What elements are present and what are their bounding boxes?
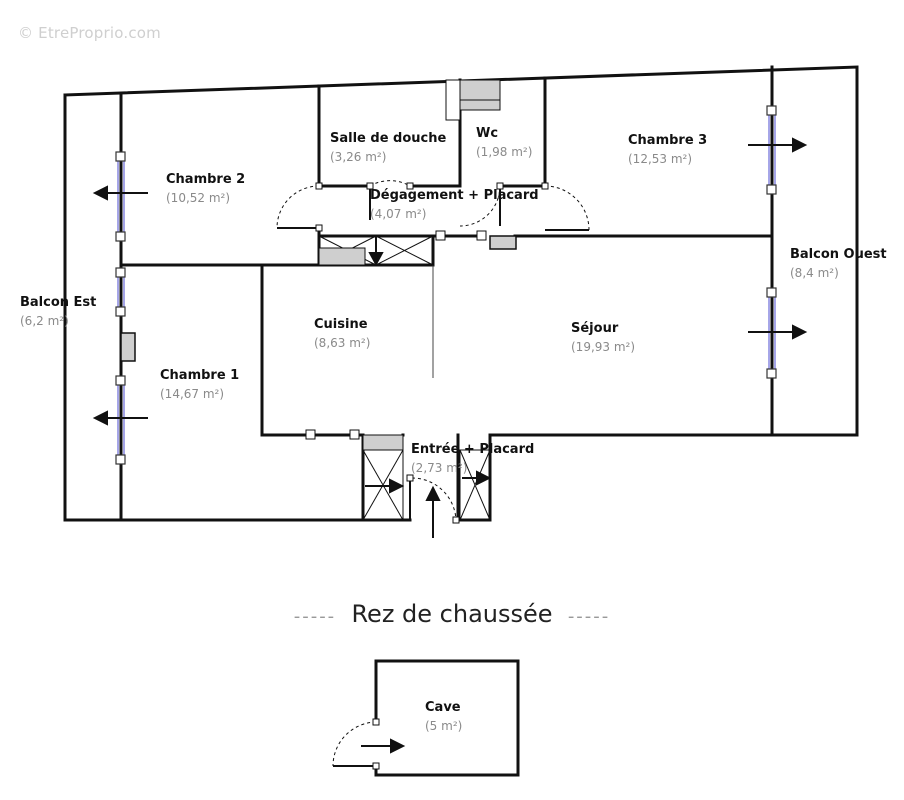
title-dashes-left: ----- (293, 606, 337, 627)
room-area: (14,67 m²) (160, 387, 225, 401)
room-entree: Entrée + Placard (2,73 m²) (411, 441, 534, 477)
room-area: (6,2 m²) (20, 314, 69, 328)
exterior-wall (63, 93, 412, 522)
room-area: (4,07 m²) (370, 207, 427, 221)
room-name: Entrée + Placard (411, 442, 535, 457)
floor-label: Rez de chaussée (351, 600, 553, 628)
stairs-icon (445, 79, 501, 121)
room-area: (8,63 m²) (314, 336, 371, 350)
room-name: Séjour (571, 321, 619, 336)
room-area: (2,73 m²) (411, 461, 468, 475)
room-name: Chambre 2 (166, 172, 246, 187)
watermark: © EtreProprio.com (18, 24, 161, 42)
room-area: (3,26 m²) (330, 150, 387, 164)
room-degagement: Dégagement + Placard (4,07 m²) (370, 187, 539, 223)
room-area: (8,4 m²) (790, 266, 839, 280)
room-name: Balcon Est (20, 295, 97, 310)
window (115, 267, 126, 317)
room-area: (10,52 m²) (166, 191, 231, 205)
door (276, 182, 323, 232)
window (115, 151, 126, 242)
room-name: Dégagement + Placard (370, 188, 539, 203)
door (459, 182, 504, 227)
cave-walls (374, 659, 520, 777)
window (766, 105, 777, 195)
door (305, 429, 360, 440)
room-area: (5 m²) (425, 719, 463, 733)
room-name: Salle de douche (330, 131, 447, 146)
radiator (120, 332, 136, 362)
door (435, 230, 487, 241)
room-area: (1,98 m²) (476, 145, 533, 159)
room-name: Chambre 3 (628, 133, 708, 148)
room-name: Wc (476, 126, 499, 141)
room-sejour: Séjour (19,93 m²) (571, 320, 635, 356)
room-balcon-est: Balcon Est (6,2 m²) (20, 294, 96, 330)
room-name: Cave (425, 700, 461, 715)
room-salle-de-douche: Salle de douche (3,26 m²) (330, 130, 446, 166)
room-area: (12,53 m²) (628, 152, 693, 166)
entry-door (406, 474, 460, 524)
room-name: Balcon Ouest (790, 247, 887, 262)
room-wc: Wc (1,98 m²) (476, 125, 532, 161)
room-area: (19,93 m²) (571, 340, 636, 354)
door (366, 180, 414, 220)
door (541, 182, 590, 231)
room-chambre-2: Chambre 2 (10,52 m²) (166, 171, 245, 207)
title-dashes-right: ----- (567, 606, 611, 627)
radiator (489, 235, 517, 250)
room-cave: Cave (5 m²) (425, 699, 462, 735)
door (332, 718, 380, 770)
window (115, 375, 126, 465)
floor-title: ----- Rez de chaussée ----- (0, 600, 904, 628)
room-name: Chambre 1 (160, 368, 240, 383)
arrow-icon (92, 137, 808, 754)
room-cuisine: Cuisine (8,63 m²) (314, 316, 370, 352)
room-chambre-3: Chambre 3 (12,53 m²) (628, 132, 707, 168)
room-name: Cuisine (314, 317, 368, 332)
closet (362, 434, 404, 521)
closet (459, 449, 491, 521)
room-balcon-ouest: Balcon Ouest (8,4 m²) (790, 246, 887, 282)
room-chambre-1: Chambre 1 (14,67 m²) (160, 367, 239, 403)
